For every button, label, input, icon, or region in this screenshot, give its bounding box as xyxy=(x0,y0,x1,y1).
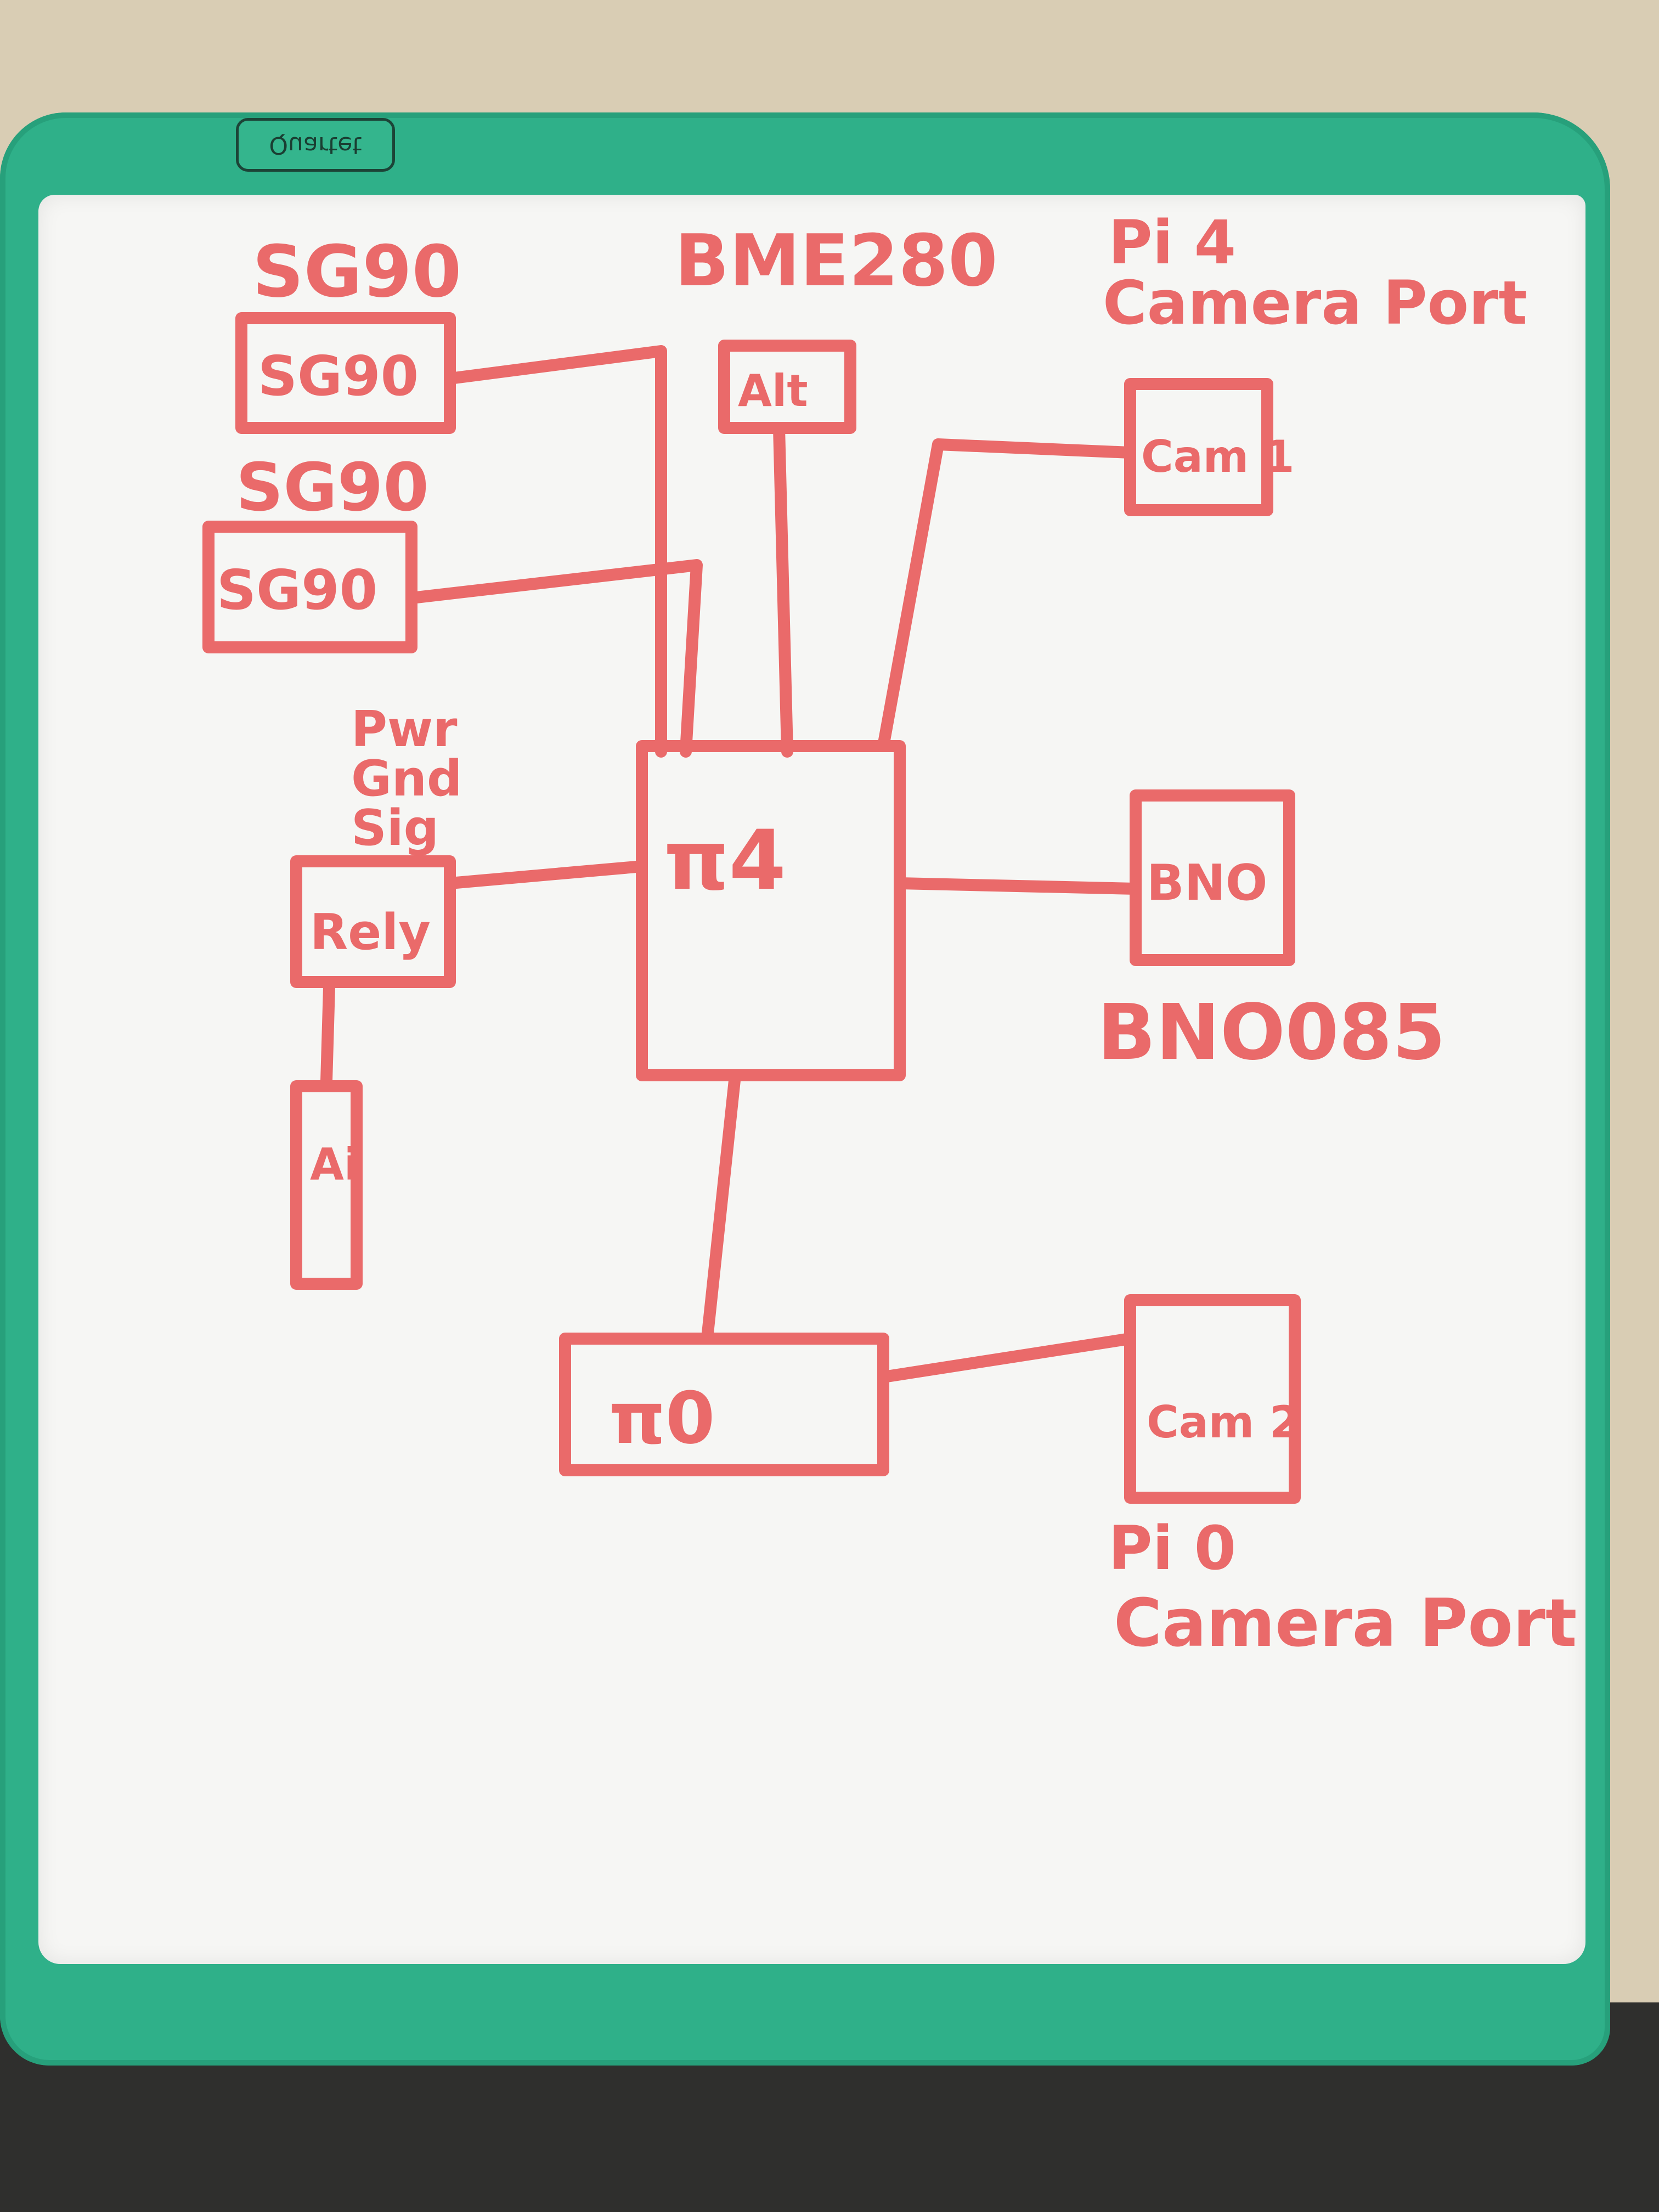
relay-label: Rely xyxy=(310,904,431,961)
pi4-box: π4 xyxy=(636,740,906,1081)
pi0-label: π0 xyxy=(609,1376,715,1460)
sensor-top-title: BME280 xyxy=(675,219,998,302)
imu-label: BNO xyxy=(1147,854,1267,912)
camera1-label: Cam 1 xyxy=(1141,431,1295,482)
wire-servo-top-pi4 xyxy=(444,345,667,758)
wire-servo-bottom-pi4 xyxy=(405,559,703,758)
camera2-box: Cam 2 xyxy=(1124,1294,1301,1504)
wire-pi4-pi0 xyxy=(702,1069,741,1339)
relay-device-box: Ai xyxy=(290,1080,363,1290)
servo-top-label: SG90 xyxy=(258,344,419,408)
servo-bottom-box: SG90 xyxy=(202,521,417,653)
servo-bottom-title: SG90 xyxy=(236,450,429,526)
relay-pin-gnd: Gnd xyxy=(351,750,462,808)
relay-box: Rely xyxy=(290,855,456,988)
servo-bottom-label: SG90 xyxy=(217,558,377,622)
camera1-title-line2: Camera Port xyxy=(1103,268,1527,338)
servo-top-title: SG90 xyxy=(252,230,461,313)
whiteboard-frame: Quartet xyxy=(0,112,1610,2066)
camera2-title-line1: Pi 0 xyxy=(1108,1513,1236,1583)
servo-top-box: SG90 xyxy=(235,312,456,434)
alt-sensor-box: Alt xyxy=(718,340,856,434)
pi4-label: π4 xyxy=(664,813,786,909)
camera1-box: Cam 1 xyxy=(1124,378,1295,516)
relay-device-label: Ai xyxy=(310,1139,359,1190)
wire-relay-device xyxy=(320,981,335,1087)
imu-title: BNO085 xyxy=(1097,988,1446,1077)
wire-alt-pi4 xyxy=(773,422,793,758)
camera1-title-line1: Pi 4 xyxy=(1108,207,1236,278)
alt-sensor-label: Alt xyxy=(738,365,808,416)
pi0-box: π0 xyxy=(559,1333,889,1476)
relay-pin-pwr: Pwr xyxy=(351,701,458,758)
wire-camera1-pi4 xyxy=(877,438,1136,752)
relay-pin-sig: Sig xyxy=(351,799,439,857)
camera2-label: Cam 2 xyxy=(1147,1397,1300,1448)
wire-pi0-camera2 xyxy=(877,1333,1136,1383)
imu-box: BNO xyxy=(1130,789,1295,966)
camera2-title-line2: Camera Port xyxy=(1114,1585,1577,1662)
wire-relay-pi4 xyxy=(444,861,642,889)
wire-pi4-imu xyxy=(894,877,1142,895)
